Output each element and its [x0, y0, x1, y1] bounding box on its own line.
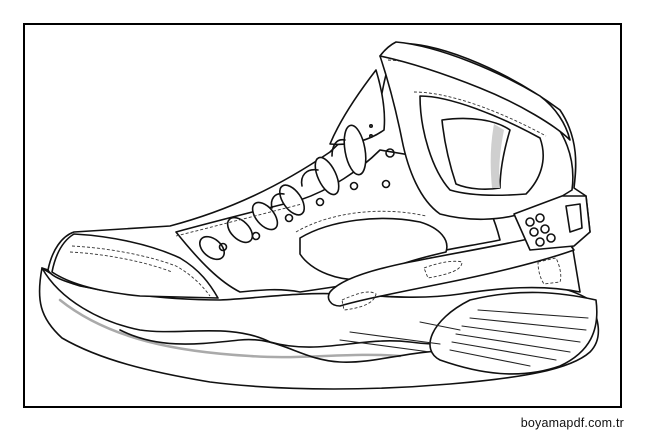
- strap-window-1: [341, 291, 377, 311]
- heel-clip-slot: [565, 203, 583, 233]
- site-credit: boyamapdf.com.tr: [520, 416, 624, 430]
- heel-clip-dots: [525, 213, 556, 247]
- toe-stitch-2: [69, 251, 173, 273]
- toe-stitch: [71, 245, 211, 297]
- tongue-perforations: [368, 124, 373, 139]
- sole-crease: [58, 298, 402, 359]
- eyelets: [218, 148, 395, 252]
- laces: [199, 124, 367, 261]
- upper-stitch: [175, 203, 303, 237]
- heel-ridges: [339, 309, 589, 367]
- lining-shade: [490, 124, 504, 188]
- sole-groove: [119, 329, 471, 363]
- cage-stitch: [413, 91, 547, 137]
- midfoot-strap: [327, 231, 575, 307]
- strap-window-2: [423, 260, 463, 279]
- collar: [379, 41, 571, 141]
- toe-cap: [51, 233, 219, 299]
- side-cutout: [299, 217, 448, 281]
